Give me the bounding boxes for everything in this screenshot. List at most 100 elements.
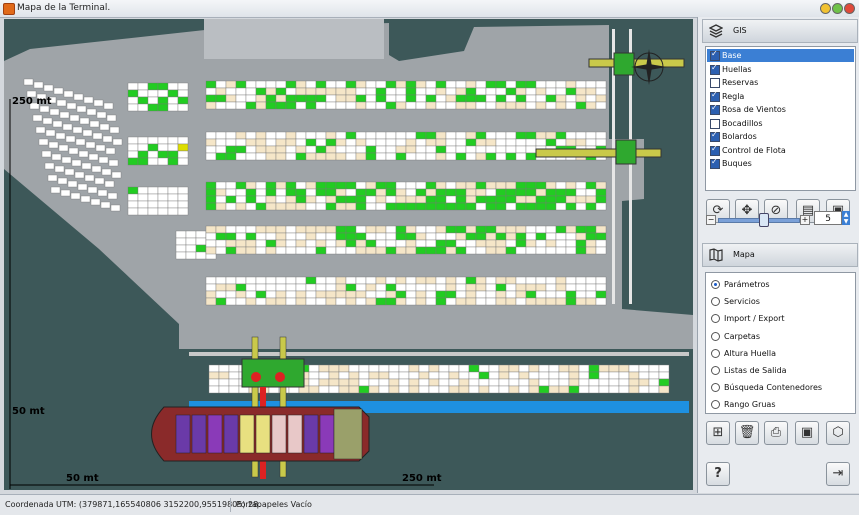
container-slot[interactable]: [428, 371, 440, 380]
container-slot[interactable]: [435, 202, 447, 211]
container-slot[interactable]: [305, 131, 317, 140]
container-slot[interactable]: [598, 364, 610, 373]
container-slot[interactable]: [265, 87, 277, 96]
yard-block[interactable]: [127, 186, 189, 216]
container-slot[interactable]: [358, 371, 370, 380]
container-slot[interactable]: [345, 276, 357, 285]
container-slot[interactable]: [365, 101, 377, 110]
container-slot[interactable]: [225, 94, 237, 103]
container-slot[interactable]: [455, 290, 467, 299]
container-slot[interactable]: [585, 87, 597, 96]
container-slot[interactable]: [575, 246, 587, 255]
container-slot[interactable]: [305, 181, 317, 190]
gis-section-header[interactable]: GIS: [702, 19, 858, 43]
container-slot[interactable]: [475, 152, 487, 161]
container-slot[interactable]: [528, 385, 540, 394]
container-slot[interactable]: [415, 87, 427, 96]
container-slot[interactable]: [315, 188, 327, 197]
container-slot[interactable]: [255, 152, 267, 161]
container-slot[interactable]: [39, 105, 50, 113]
container-slot[interactable]: [385, 87, 397, 96]
container-slot[interactable]: [515, 239, 527, 248]
container-slot[interactable]: [515, 145, 527, 154]
container-slot[interactable]: [395, 181, 407, 190]
container-slot[interactable]: [425, 232, 437, 241]
container-slot[interactable]: [415, 131, 427, 140]
container-slot[interactable]: [608, 371, 620, 380]
container-slot[interactable]: [555, 225, 567, 234]
container-slot[interactable]: [235, 131, 247, 140]
container-slot[interactable]: [435, 87, 447, 96]
container-slot[interactable]: [285, 94, 297, 103]
container-slot[interactable]: [478, 364, 490, 373]
container-slot[interactable]: [465, 283, 477, 292]
container-slot[interactable]: [215, 202, 227, 211]
container-slot[interactable]: [485, 283, 497, 292]
container-slot[interactable]: [545, 181, 557, 190]
container-slot[interactable]: [515, 152, 527, 161]
container-slot[interactable]: [588, 385, 600, 394]
container-slot[interactable]: [70, 192, 81, 200]
container-slot[interactable]: [595, 297, 607, 306]
container-slot[interactable]: [305, 195, 317, 204]
container-slot[interactable]: [137, 200, 149, 209]
mapa-option-item[interactable]: Import / Export: [708, 311, 853, 326]
container-slot[interactable]: [325, 101, 337, 110]
container-slot[interactable]: [535, 131, 547, 140]
container-slot[interactable]: [595, 246, 607, 255]
container-slot[interactable]: [488, 378, 500, 387]
container-slot[interactable]: [235, 297, 247, 306]
container-slot[interactable]: [318, 364, 330, 373]
container-slot[interactable]: [335, 87, 347, 96]
container-slot[interactable]: [385, 276, 397, 285]
container-slot[interactable]: [375, 94, 387, 103]
container-slot[interactable]: [235, 80, 247, 89]
container-slot[interactable]: [208, 364, 220, 373]
container-slot[interactable]: [265, 297, 277, 306]
container-slot[interactable]: [515, 188, 527, 197]
container-slot[interactable]: [127, 143, 139, 152]
container-slot[interactable]: [505, 94, 517, 103]
container-slot[interactable]: [585, 138, 597, 147]
container-slot[interactable]: [575, 232, 587, 241]
container-slot[interactable]: [585, 232, 597, 241]
container-slot[interactable]: [585, 181, 597, 190]
container-slot[interactable]: [137, 207, 149, 216]
container-slot[interactable]: [103, 102, 114, 110]
container-slot[interactable]: [435, 283, 447, 292]
container-slot[interactable]: [228, 385, 240, 394]
container-slot[interactable]: [225, 225, 237, 234]
container-slot[interactable]: [275, 138, 287, 147]
container-slot[interactable]: [548, 378, 560, 387]
container-slot[interactable]: [315, 195, 327, 204]
container-slot[interactable]: [365, 181, 377, 190]
container-slot[interactable]: [658, 378, 670, 387]
container-slot[interactable]: [335, 232, 347, 241]
container-slot[interactable]: [60, 189, 71, 197]
container-slot[interactable]: [425, 87, 437, 96]
option-radio[interactable]: [711, 297, 720, 307]
container-slot[interactable]: [445, 297, 457, 306]
container-slot[interactable]: [235, 152, 247, 161]
container-slot[interactable]: [137, 96, 149, 105]
container-slot[interactable]: [167, 207, 179, 216]
container-slot[interactable]: [568, 364, 580, 373]
container-slot[interactable]: [545, 276, 557, 285]
polygon-button[interactable]: ⬡: [826, 421, 850, 445]
container-slot[interactable]: [425, 131, 437, 140]
container-slot[interactable]: [565, 246, 577, 255]
container-slot[interactable]: [127, 82, 139, 91]
container-slot[interactable]: [315, 138, 327, 147]
container-slot[interactable]: [495, 87, 507, 96]
container-slot[interactable]: [285, 297, 297, 306]
container-slot[interactable]: [335, 290, 347, 299]
container-slot[interactable]: [415, 80, 427, 89]
container-slot[interactable]: [395, 297, 407, 306]
container-slot[interactable]: [91, 165, 102, 173]
container-slot[interactable]: [305, 202, 317, 211]
container-slot[interactable]: [325, 283, 337, 292]
container-slot[interactable]: [335, 246, 347, 255]
container-slot[interactable]: [127, 157, 139, 166]
container-slot[interactable]: [275, 297, 287, 306]
print-button[interactable]: ⎙: [764, 421, 788, 445]
